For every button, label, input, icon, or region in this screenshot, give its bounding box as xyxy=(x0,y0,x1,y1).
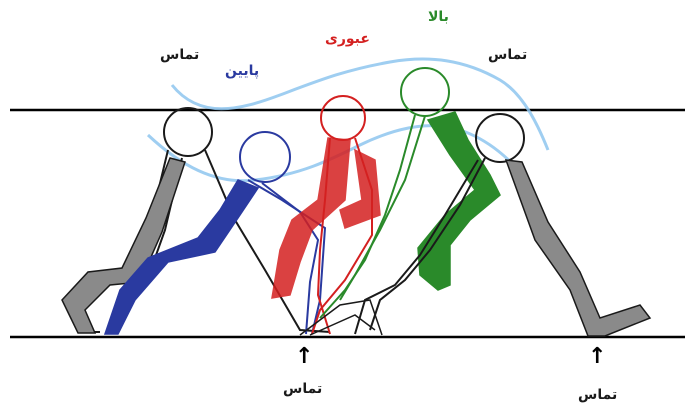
trajectory-curve-lower xyxy=(146,124,530,183)
label-contact-bottom-middle: تماس xyxy=(283,381,323,397)
up-figure xyxy=(319,67,501,319)
transition-figure xyxy=(271,95,381,335)
arrow-up-icon: ↑ xyxy=(588,344,607,369)
down-leg xyxy=(103,179,260,335)
up-leg xyxy=(417,111,501,291)
down-figure xyxy=(103,131,327,335)
arrow-up-icon: ↑ xyxy=(295,344,314,369)
label-contact-right-top: تماس xyxy=(488,47,528,63)
trajectory-curve-upper xyxy=(170,57,550,151)
label-up: بالا xyxy=(428,9,449,25)
contact-figure-left xyxy=(61,107,331,334)
transition-leg xyxy=(271,137,351,299)
contact-leg-left xyxy=(61,157,186,334)
contact-leg-right xyxy=(504,159,652,337)
label-contact-bottom-right: تماس xyxy=(578,387,618,403)
contact-figure-right xyxy=(354,113,652,337)
label-contact-left-top: تماس xyxy=(160,47,200,63)
label-transition: عبوری xyxy=(325,31,370,47)
label-down: پایین xyxy=(225,63,260,79)
ground-contact-lines xyxy=(299,299,383,336)
